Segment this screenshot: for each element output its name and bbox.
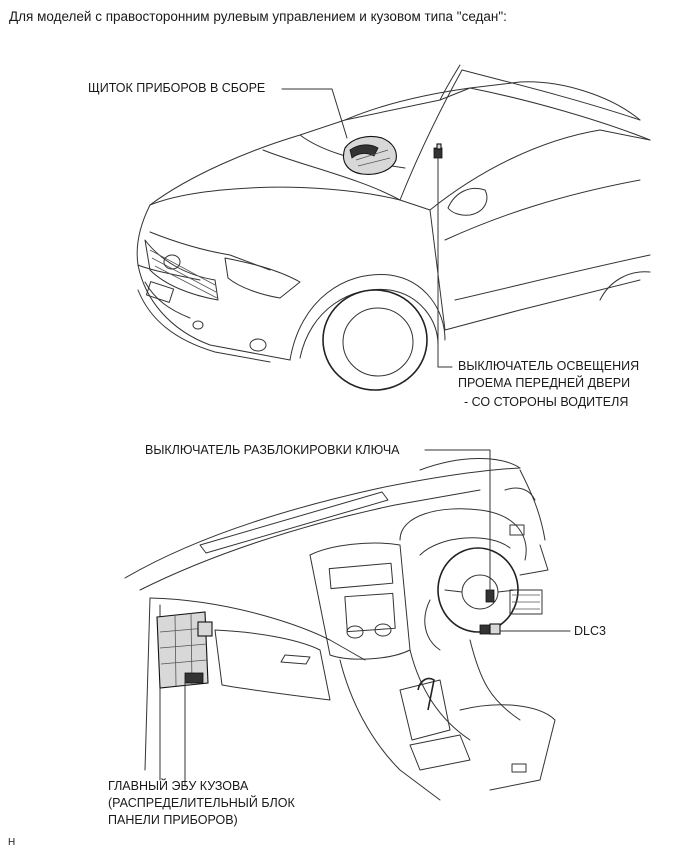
- label-door-switch-line1: ВЫКЛЮЧАТЕЛЬ ОСВЕЩЕНИЯ: [458, 359, 640, 373]
- combination-meter-part: [343, 135, 397, 175]
- label-ecu-line1: ГЛАВНЫЙ ЭБУ КУЗОВА: [108, 779, 249, 793]
- label-combination-meter: ЩИТОК ПРИБОРОВ В СБОРЕ: [88, 81, 266, 95]
- label-key-unlock-switch: ВЫКЛЮЧАТЕЛЬ РАЗБЛОКИРОВКИ КЛЮЧА: [145, 443, 400, 457]
- corner-mark: H: [8, 837, 16, 848]
- diagram-heading: Для моделей с правосторонним рулевым упр…: [9, 9, 507, 24]
- label-ecu-line3: ПАНЕЛИ ПРИБОРОВ): [108, 813, 238, 827]
- label-door-switch-line2: ПРОЕМА ПЕРЕДНЕЙ ДВЕРИ: [458, 376, 631, 390]
- main-body-ecu-part: [156, 611, 213, 689]
- dlc3-part: [479, 623, 501, 635]
- label-ecu-line2: (РАСПРЕДЕЛИТЕЛЬНЫЙ БЛОК: [108, 796, 295, 810]
- label-door-switch-line3: - СО СТОРОНЫ ВОДИТЕЛЯ: [464, 395, 629, 409]
- label-dlc3: DLC3: [574, 624, 606, 638]
